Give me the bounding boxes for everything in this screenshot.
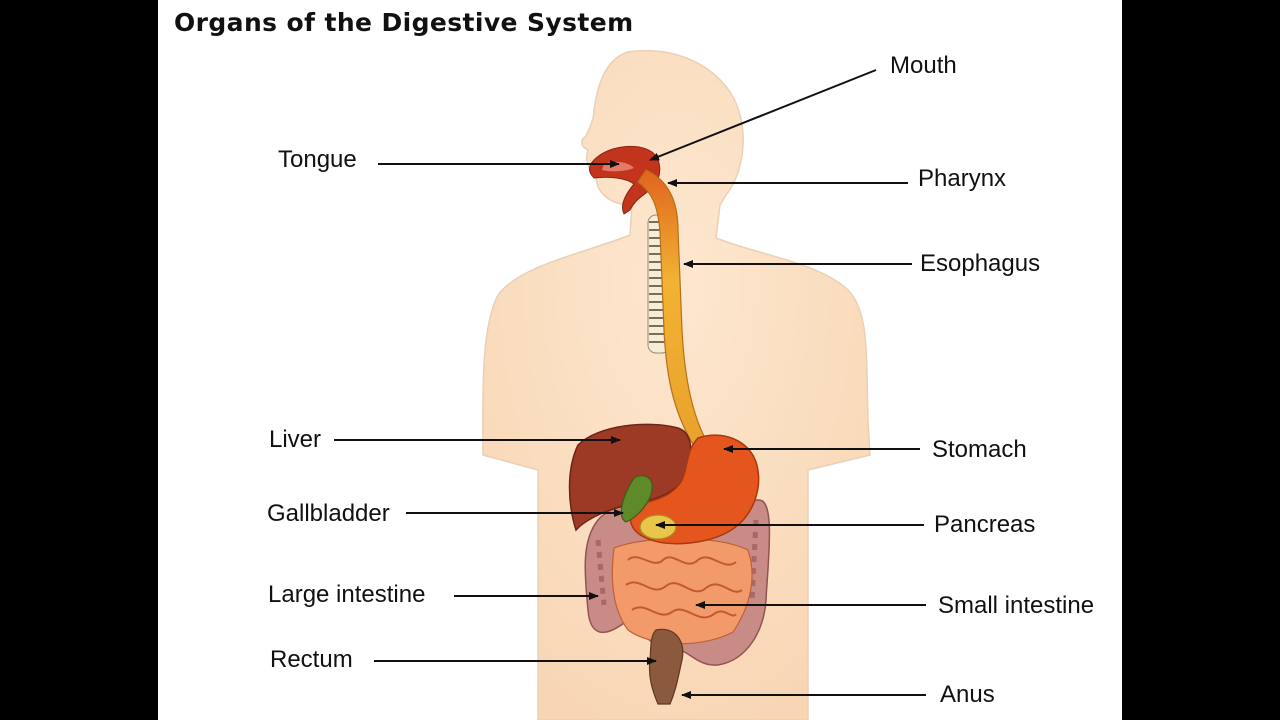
label-anus: Anus	[940, 681, 995, 708]
page-title: Organs of the Digestive System	[174, 8, 634, 37]
small-intestine-organ	[611, 537, 753, 645]
label-liver: Liver	[269, 426, 322, 453]
leader-line-mouth	[649, 69, 877, 161]
label-pharynx: Pharynx	[918, 165, 1007, 192]
label-tongue: Tongue	[278, 146, 357, 173]
digestive-system-illustration	[334, 49, 926, 720]
label-gallbladder: Gallbladder	[267, 500, 390, 527]
label-pancreas: Pancreas	[934, 511, 1036, 538]
label-small-intestine: Small intestine	[938, 592, 1095, 619]
label-large-intestine: Large intestine	[268, 581, 426, 608]
liver-organ	[568, 423, 692, 532]
gallbladder-organ	[620, 475, 653, 523]
diagram-panel: Organs of the Digestive System Mouth Ton…	[158, 0, 1122, 720]
rectum-organ	[648, 628, 684, 705]
label-rectum: Rectum	[270, 646, 353, 673]
label-esophagus: Esophagus	[920, 250, 1041, 277]
label-stomach: Stomach	[932, 436, 1027, 463]
leader-lines	[334, 69, 926, 699]
pancreas-organ	[639, 514, 677, 540]
label-mouth: Mouth	[890, 52, 957, 79]
